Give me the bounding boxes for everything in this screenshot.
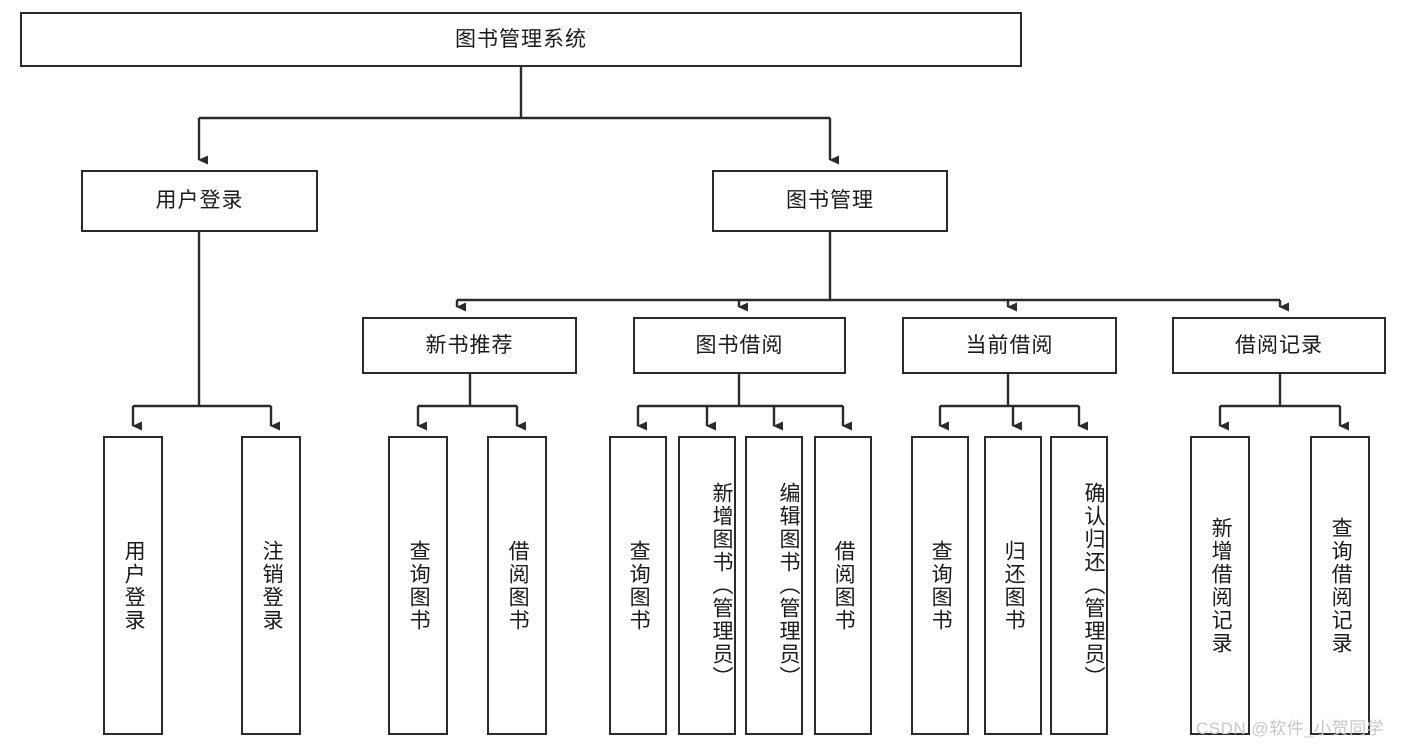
csdn-watermark: CSDN @软件_小贺同学 bbox=[1196, 719, 1385, 738]
node-label: 借阅记录 bbox=[1235, 333, 1323, 357]
node-leaf-query-book-borrow[interactable]: 查询图书 bbox=[609, 436, 667, 735]
node-label: 注销登录 bbox=[260, 539, 284, 632]
node-book-management[interactable]: 图书管理 bbox=[712, 170, 948, 232]
node-label: 查询借阅记录 bbox=[1329, 516, 1353, 655]
node-label: 图书借阅 bbox=[695, 333, 784, 357]
node-label: 查询图书 bbox=[929, 539, 953, 632]
node-leaf-user-login[interactable]: 用户登录 bbox=[103, 436, 163, 735]
node-book-borrow[interactable]: 图书借阅 bbox=[633, 317, 846, 374]
node-label: 借阅图书 bbox=[506, 539, 530, 632]
node-label: 确认归还（管理员） bbox=[1082, 482, 1105, 689]
node-leaf-query-borrow-record[interactable]: 查询借阅记录 bbox=[1310, 436, 1370, 735]
node-user-login[interactable]: 用户登录 bbox=[81, 170, 318, 232]
node-label: 当前借阅 bbox=[965, 333, 1054, 357]
node-label: 新书推荐 bbox=[425, 333, 514, 357]
node-leaf-query-book-recommend[interactable]: 查询图书 bbox=[388, 436, 448, 735]
node-label: 查询图书 bbox=[627, 539, 651, 632]
node-leaf-confirm-return-admin[interactable]: 确认归还（管理员） bbox=[1050, 436, 1108, 735]
node-label: 编辑图书（管理员） bbox=[777, 482, 800, 689]
node-leaf-add-borrow-record[interactable]: 新增借阅记录 bbox=[1190, 436, 1250, 735]
node-leaf-add-book-admin[interactable]: 新增图书（管理员） bbox=[678, 436, 736, 735]
node-label: 新增图书（管理员） bbox=[710, 482, 733, 689]
node-label: 新增借阅记录 bbox=[1209, 516, 1233, 655]
node-leaf-borrow-book[interactable]: 借阅图书 bbox=[814, 436, 872, 735]
node-book-management-system[interactable]: 图书管理系统 bbox=[20, 12, 1022, 67]
node-leaf-return-book[interactable]: 归还图书 bbox=[984, 436, 1042, 735]
node-label: 用户登录 bbox=[122, 539, 146, 632]
node-leaf-logout-login[interactable]: 注销登录 bbox=[241, 436, 301, 735]
node-leaf-borrow-book-recommend[interactable]: 借阅图书 bbox=[487, 436, 547, 735]
node-label: 图书管理 bbox=[786, 189, 874, 213]
node-new-book-recommend[interactable]: 新书推荐 bbox=[362, 317, 577, 374]
node-label: 查询图书 bbox=[407, 539, 431, 632]
node-label: 归还图书 bbox=[1002, 539, 1026, 632]
node-leaf-edit-book-admin[interactable]: 编辑图书（管理员） bbox=[745, 436, 803, 735]
node-label: 借阅图书 bbox=[832, 539, 856, 632]
node-borrow-record[interactable]: 借阅记录 bbox=[1172, 317, 1386, 374]
node-label: 图书管理系统 bbox=[455, 27, 587, 51]
node-leaf-query-book-current[interactable]: 查询图书 bbox=[911, 436, 969, 735]
node-current-borrow[interactable]: 当前借阅 bbox=[902, 317, 1117, 374]
node-label: 用户登录 bbox=[155, 189, 244, 213]
